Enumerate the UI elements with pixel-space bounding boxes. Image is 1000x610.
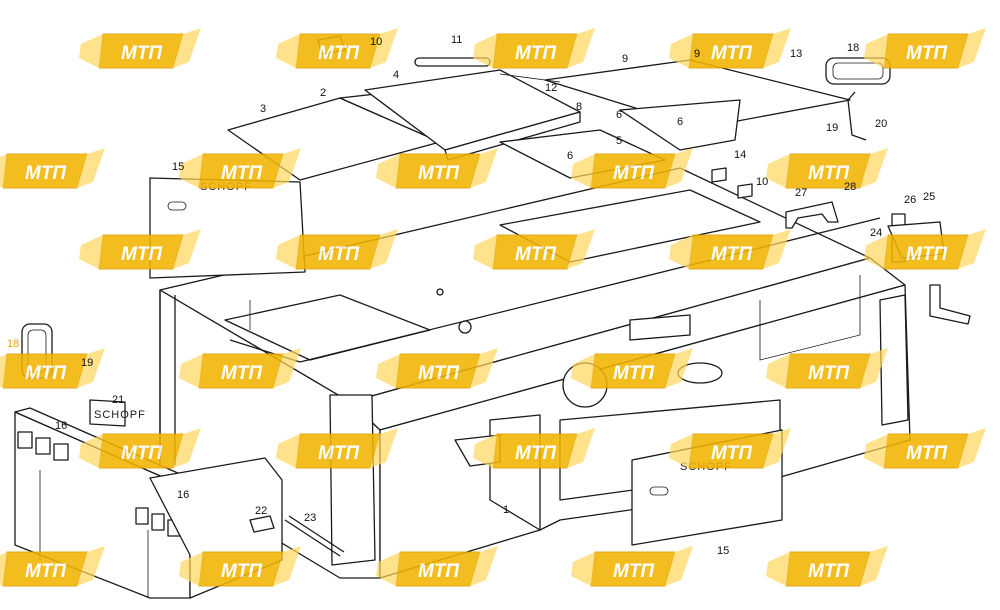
callout-23: 23: [304, 512, 316, 524]
callout-22: 22: [255, 505, 267, 517]
callout-10a: 10: [370, 36, 382, 48]
callout-19a: 19: [826, 122, 838, 134]
callout-18a: 18: [847, 42, 859, 54]
callout-8: 8: [576, 101, 582, 113]
callout-9a: 9: [622, 53, 628, 65]
callout-24: 24: [870, 227, 882, 239]
callout-18b: 18: [7, 338, 19, 350]
callout-9b: 9: [694, 48, 700, 60]
callout-16b: 16: [177, 489, 189, 501]
callout-28: 28: [844, 181, 856, 193]
callout-15a: 15: [172, 161, 184, 173]
svg-text:SCHOPF: SCHOPF: [94, 409, 146, 421]
callout-4: 4: [393, 69, 399, 81]
callout-12: 12: [545, 82, 557, 94]
callout-labels: 1 2 3 4 5 6 6 6 8 9 9 10 10 11 12 13 14 …: [7, 34, 935, 557]
callout-11: 11: [451, 34, 462, 46]
callout-15b: 15: [717, 545, 729, 557]
callout-6b: 6: [677, 116, 683, 128]
callout-3: 3: [260, 103, 266, 115]
callout-16a: 16: [55, 420, 67, 432]
callout-10b: 10: [756, 176, 768, 188]
top-plates-part: [227, 59, 851, 181]
callout-20: 20: [875, 118, 887, 130]
callout-19b: 19: [81, 357, 93, 369]
callout-26: 26: [904, 194, 916, 206]
callout-1: 1: [503, 504, 509, 516]
callout-5: 5: [616, 135, 622, 147]
callout-6c: 6: [616, 109, 622, 121]
exploded-view-drawing: SCHOPF SCHOPF SCHOPF: [14, 35, 971, 599]
callout-21: 21: [112, 394, 124, 406]
callout-25: 25: [923, 191, 935, 203]
callout-6a: 6: [567, 150, 573, 162]
callout-13: 13: [790, 48, 802, 60]
callout-27: 27: [795, 187, 807, 199]
callout-2: 2: [320, 87, 326, 99]
callout-14: 14: [734, 149, 746, 161]
